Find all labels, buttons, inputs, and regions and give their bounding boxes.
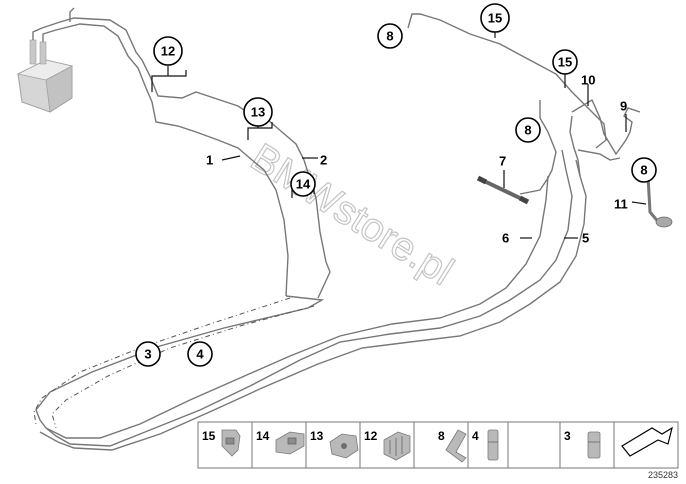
fitting-11 (646, 175, 673, 228)
connector-4-icon (487, 429, 499, 461)
legend-item-13: 13 (310, 429, 359, 459)
svg-text:4: 4 (196, 347, 204, 362)
callout-4: 4 (187, 341, 213, 367)
svg-text:12: 12 (161, 44, 175, 59)
svg-text:8: 8 (640, 163, 647, 178)
legend-item-15: 15 (202, 429, 241, 457)
label-7: 7 (499, 154, 506, 169)
bracket-8-icon (445, 429, 467, 463)
svg-text:8: 8 (524, 123, 531, 138)
parts-legend: 15 14 13 12 8 4 (197, 421, 679, 469)
hydraulic-unit (16, 39, 74, 113)
svg-text:15: 15 (488, 11, 502, 26)
svg-text:14: 14 (256, 429, 270, 443)
callout-8-right: 8 (631, 157, 657, 183)
connector-3-icon (587, 431, 601, 459)
arrow-icon (621, 426, 673, 457)
svg-text:8: 8 (438, 429, 445, 443)
callout-15-top: 15 (480, 3, 510, 33)
callout-12: 12 (153, 36, 183, 66)
callout-3: 3 (135, 341, 161, 367)
watermark: BMWstore.pl (243, 135, 460, 294)
svg-text:13: 13 (251, 105, 265, 120)
document-number: 235283 (648, 470, 678, 480)
label-6: 6 (502, 231, 509, 246)
legend-item-14: 14 (256, 429, 305, 455)
svg-text:15: 15 (202, 429, 216, 443)
svg-text:3: 3 (144, 347, 151, 362)
callout-8-middle: 8 (515, 117, 541, 143)
svg-text:4: 4 (472, 429, 479, 443)
brake-pipes-left (32, 7, 327, 297)
callout-13: 13 (243, 97, 273, 127)
callout-14: 14 (290, 171, 316, 197)
svg-text:3: 3 (564, 429, 571, 443)
svg-text:14: 14 (296, 177, 311, 192)
label-10: 10 (581, 73, 595, 88)
legend-item-4: 4 (472, 429, 499, 461)
svg-text:13: 13 (310, 429, 324, 443)
svg-text:8: 8 (386, 29, 393, 44)
callout-15-right: 15 (552, 49, 578, 75)
label-1: 1 (206, 153, 213, 168)
label-9: 9 (620, 99, 627, 114)
brake-hose-7 (476, 175, 530, 205)
callout-8-top: 8 (377, 23, 403, 49)
legend-item-12: 12 (364, 429, 411, 461)
legend-item-8: 8 (438, 429, 467, 463)
legend-item-3: 3 (564, 429, 601, 459)
svg-text:15: 15 (558, 55, 572, 70)
svg-text:12: 12 (364, 429, 378, 443)
label-11: 11 (614, 197, 628, 212)
label-2: 2 (320, 153, 327, 168)
label-5: 5 (582, 231, 589, 246)
brake-pipes-right (407, 13, 641, 195)
underbody-pipes (33, 149, 587, 451)
